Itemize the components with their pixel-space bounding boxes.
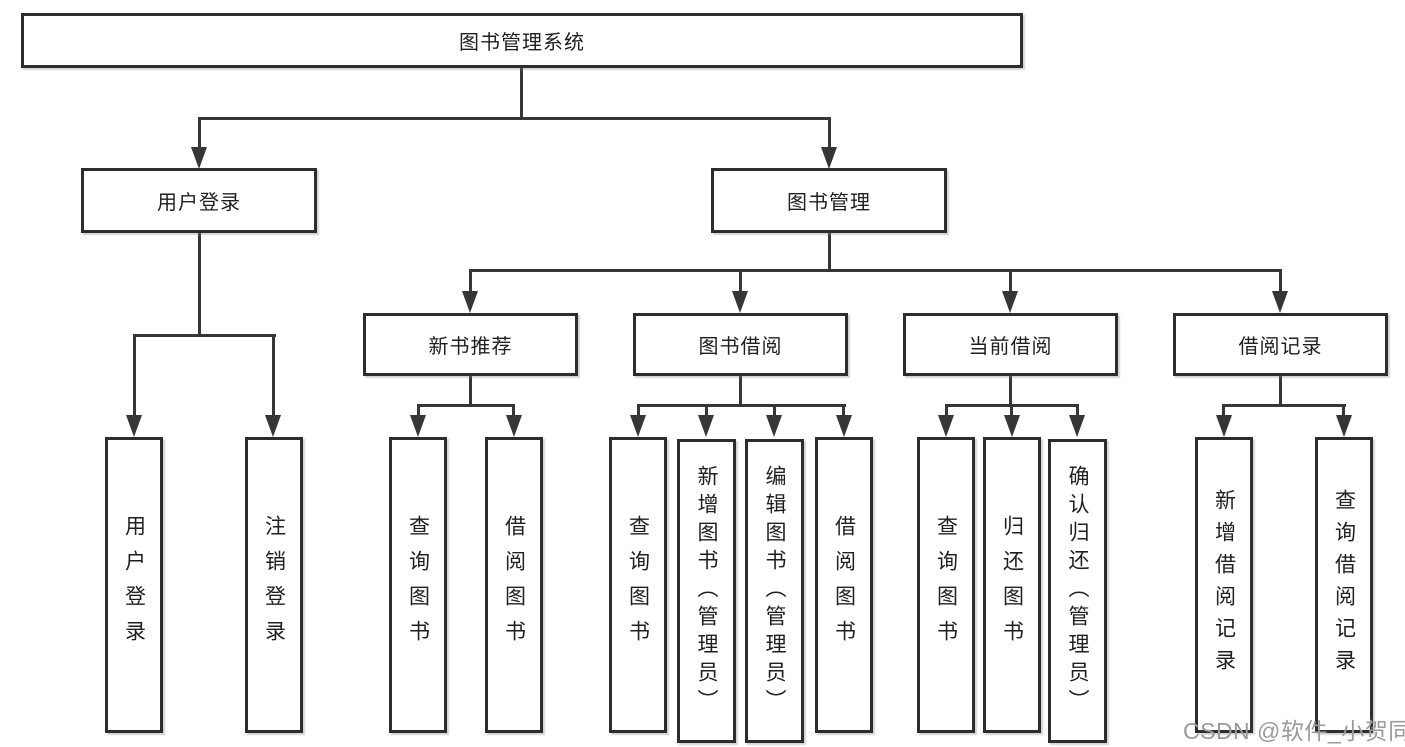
connector <box>1009 269 1012 294</box>
csdn-watermark: CSDN @软件_小贺同学 <box>1183 718 1405 744</box>
connector <box>469 376 472 406</box>
connector <box>520 66 523 119</box>
arrow-down <box>1272 291 1288 313</box>
leaf-query-books-1: 查询图书 <box>389 437 447 733</box>
node-new-book-recommend: 新书推荐 <box>363 313 578 376</box>
connector <box>272 334 275 417</box>
connector <box>1279 376 1282 406</box>
connector <box>198 117 831 120</box>
arrow-down <box>462 291 478 313</box>
connector <box>739 376 742 406</box>
node-system-root: 图书管理系统 <box>21 13 1023 68</box>
connector <box>705 404 708 418</box>
connector <box>637 404 846 407</box>
arrow-down <box>1069 415 1085 437</box>
connector <box>773 404 776 418</box>
leaf-return-books: 归还图书 <box>983 437 1041 733</box>
connector <box>469 269 1282 272</box>
arrow-down <box>126 415 142 437</box>
leaf-query-books-2: 查询图书 <box>609 437 667 733</box>
connector <box>198 233 201 336</box>
connector <box>133 334 276 337</box>
node-book-borrow: 图书借阅 <box>633 313 848 376</box>
arrow-down <box>698 415 714 437</box>
arrow-down <box>1216 415 1232 437</box>
connector <box>417 404 515 407</box>
node-borrow-records: 借阅记录 <box>1173 313 1388 376</box>
arrow-down <box>766 415 782 437</box>
connector <box>828 233 831 272</box>
node-user-login-branch: 用户登录 <box>81 168 317 233</box>
connector <box>637 404 640 418</box>
connector <box>842 404 845 418</box>
connector <box>512 404 515 418</box>
connector <box>828 117 831 149</box>
node-book-management-branch: 图书管理 <box>711 168 947 233</box>
arrow-down <box>821 147 837 169</box>
node-current-borrow: 当前借阅 <box>903 313 1118 376</box>
connector <box>133 334 136 417</box>
leaf-borrow-books-1: 借阅图书 <box>485 437 543 733</box>
leaf-logout: 注销登录 <box>245 437 303 733</box>
leaf-edit-books-admin: 编辑图书（管理员） <box>745 439 804 743</box>
connector <box>1076 404 1079 418</box>
connector <box>417 404 420 418</box>
connector <box>1279 269 1282 294</box>
arrow-down <box>1002 291 1018 313</box>
connector <box>469 269 472 294</box>
leaf-user-login: 用户登录 <box>105 437 163 733</box>
connector <box>1223 404 1346 407</box>
leaf-add-books-admin: 新增图书（管理员） <box>677 439 736 743</box>
arrow-down <box>732 291 748 313</box>
connector <box>739 269 742 294</box>
arrow-down <box>506 415 522 437</box>
arrow-down <box>630 415 646 437</box>
arrow-down <box>1004 415 1020 437</box>
connector <box>198 117 201 149</box>
arrow-down <box>410 415 426 437</box>
connector <box>1010 404 1013 418</box>
connector <box>1009 376 1012 406</box>
arrow-down <box>1336 415 1352 437</box>
connector <box>1342 404 1345 418</box>
arrow-down <box>265 415 281 437</box>
leaf-query-books-3: 查询图书 <box>917 437 975 733</box>
leaf-add-borrow-record: 新增借阅记录 <box>1195 437 1253 733</box>
connector <box>1222 404 1225 418</box>
arrow-down <box>836 415 852 437</box>
leaf-query-borrow-record: 查询借阅记录 <box>1315 437 1373 733</box>
leaf-borrow-books-2: 借阅图书 <box>815 437 873 733</box>
arrow-down <box>191 147 207 169</box>
leaf-confirm-return-admin: 确认归还（管理员） <box>1048 439 1107 743</box>
arrow-down <box>938 415 954 437</box>
connector <box>945 404 948 418</box>
